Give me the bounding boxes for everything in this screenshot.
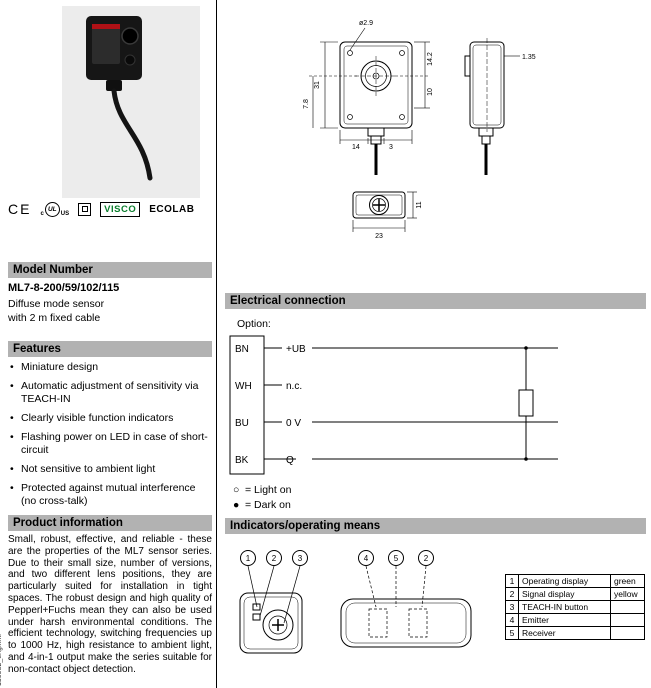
ecolab-mark: ECOLAB — [149, 203, 195, 215]
features-list: Miniature design Automatic adjustment of… — [8, 361, 212, 514]
indicators-table: 1 Operating display green 2 Signal displ… — [505, 574, 645, 640]
certification-row: CE c UL US VISCO ECOLAB — [8, 200, 212, 218]
indicators-drawing: 1 2 3 4 5 2 — [239, 550, 472, 654]
dim-bottom-depth: 11 — [416, 201, 423, 208]
ul-c-label: c — [40, 210, 44, 217]
terminal-bu: BU — [235, 418, 249, 429]
row-name: Emitter — [518, 613, 611, 627]
dark-on-icon: ● — [233, 499, 240, 511]
row-number: 5 — [505, 626, 519, 640]
visco-mark: VISCO — [100, 201, 141, 217]
row-number: 1 — [505, 574, 519, 588]
table-row: 4 Emitter — [505, 613, 645, 627]
dim-lens-top: 14.2 — [427, 52, 434, 66]
legend-light-on-label: = Light on — [245, 484, 292, 496]
row-color: yellow — [610, 587, 645, 601]
table-row: 2 Signal display yellow — [505, 587, 645, 601]
feature-item: Not sensitive to ambient light — [8, 463, 212, 476]
product-info-text: Small, robust, effective, and reliable -… — [8, 534, 212, 675]
ul-circle-icon: UL — [44, 201, 60, 217]
dim-front-width: 14 — [352, 144, 360, 151]
section-header-product-info: Product information — [8, 515, 212, 531]
dimension-drawing: 31 7.8 14.2 10 14 3 ø2.9 1.35 23 11 — [303, 20, 536, 240]
feature-item: Automatic adjustment of sensitivity via … — [8, 380, 212, 406]
feature-item: Miniature design — [8, 361, 212, 374]
light-on-icon: ○ — [233, 484, 240, 496]
model-description-1: Diffuse mode sensor — [8, 298, 105, 310]
row-color — [610, 613, 645, 627]
row-name: Operating display — [518, 574, 611, 588]
signal-nc: n.c. — [286, 381, 302, 392]
row-color — [610, 600, 645, 614]
feature-item: Clearly visible function indicators — [8, 412, 212, 425]
dim-bottom-width: 23 — [375, 233, 383, 240]
wiring-diagram: BN WH BU BK +UB n.c. 0 V Q — [229, 335, 558, 475]
feature-item: Flashing power on LED in case of short-c… — [8, 431, 212, 457]
ul-us-label: US — [60, 210, 70, 217]
switching-legend: ○ = Light on ● = Dark on — [233, 483, 291, 513]
cul-us-mark-icon: c UL US — [40, 201, 70, 217]
row-name: Signal display — [518, 587, 611, 601]
terminal-wh: WH — [235, 381, 252, 392]
dim-hole-dia: ø2.9 — [359, 20, 373, 27]
row-number: 2 — [505, 587, 519, 601]
signal-ub: +UB — [286, 344, 306, 355]
row-number: 4 — [505, 613, 519, 627]
electrical-option-label: Option: — [237, 318, 271, 330]
model-number: ML7-8-200/59/102/115 — [8, 282, 120, 294]
document-code: 130982_eng.xml — [0, 634, 3, 686]
load-resistor-symbol — [518, 389, 534, 417]
legend-light-on: ○ = Light on — [233, 483, 291, 498]
row-color: green — [610, 574, 645, 588]
dim-lens-bottom: 7.8 — [303, 99, 310, 109]
sensor-photo-drawing — [62, 6, 200, 198]
row-name: Receiver — [518, 626, 611, 640]
table-row: 1 Operating display green — [505, 574, 645, 588]
signal-0v: 0 V — [286, 418, 301, 429]
column-divider — [216, 0, 217, 688]
callout-2: 2 — [272, 554, 277, 563]
section-header-electrical: Electrical connection — [225, 293, 646, 309]
product-photo — [62, 6, 200, 198]
dim-front-height: 31 — [314, 81, 321, 89]
ce-mark-icon: CE — [8, 201, 32, 217]
dim-gland-width: 3 — [389, 144, 393, 151]
dim-hole-span: 10 — [427, 88, 434, 96]
feature-item: Protected against mutual interference (n… — [8, 482, 212, 508]
terminal-bk: BK — [235, 455, 249, 466]
protection-class-icon — [78, 202, 92, 216]
signal-q: Q — [286, 455, 294, 466]
legend-dark-on-label: = Dark on — [245, 499, 291, 511]
terminal-bn: BN — [235, 344, 249, 355]
row-color — [610, 626, 645, 640]
section-header-features: Features — [8, 341, 212, 357]
callout-2b: 2 — [424, 554, 429, 563]
model-description-2: with 2 m fixed cable — [8, 312, 101, 324]
table-row: 5 Receiver — [505, 626, 645, 640]
callout-4: 4 — [364, 554, 369, 563]
row-name: TEACH-IN button — [518, 600, 611, 614]
section-header-model-number: Model Number — [8, 262, 212, 278]
callout-3: 3 — [298, 554, 303, 563]
table-row: 3 TEACH-IN button — [505, 600, 645, 614]
row-number: 3 — [505, 600, 519, 614]
legend-dark-on: ● = Dark on — [233, 498, 291, 513]
section-header-indicators: Indicators/operating means — [225, 518, 646, 534]
callout-1: 1 — [246, 554, 251, 563]
callout-5: 5 — [394, 554, 399, 563]
dim-side-lip: 1.35 — [522, 54, 536, 61]
